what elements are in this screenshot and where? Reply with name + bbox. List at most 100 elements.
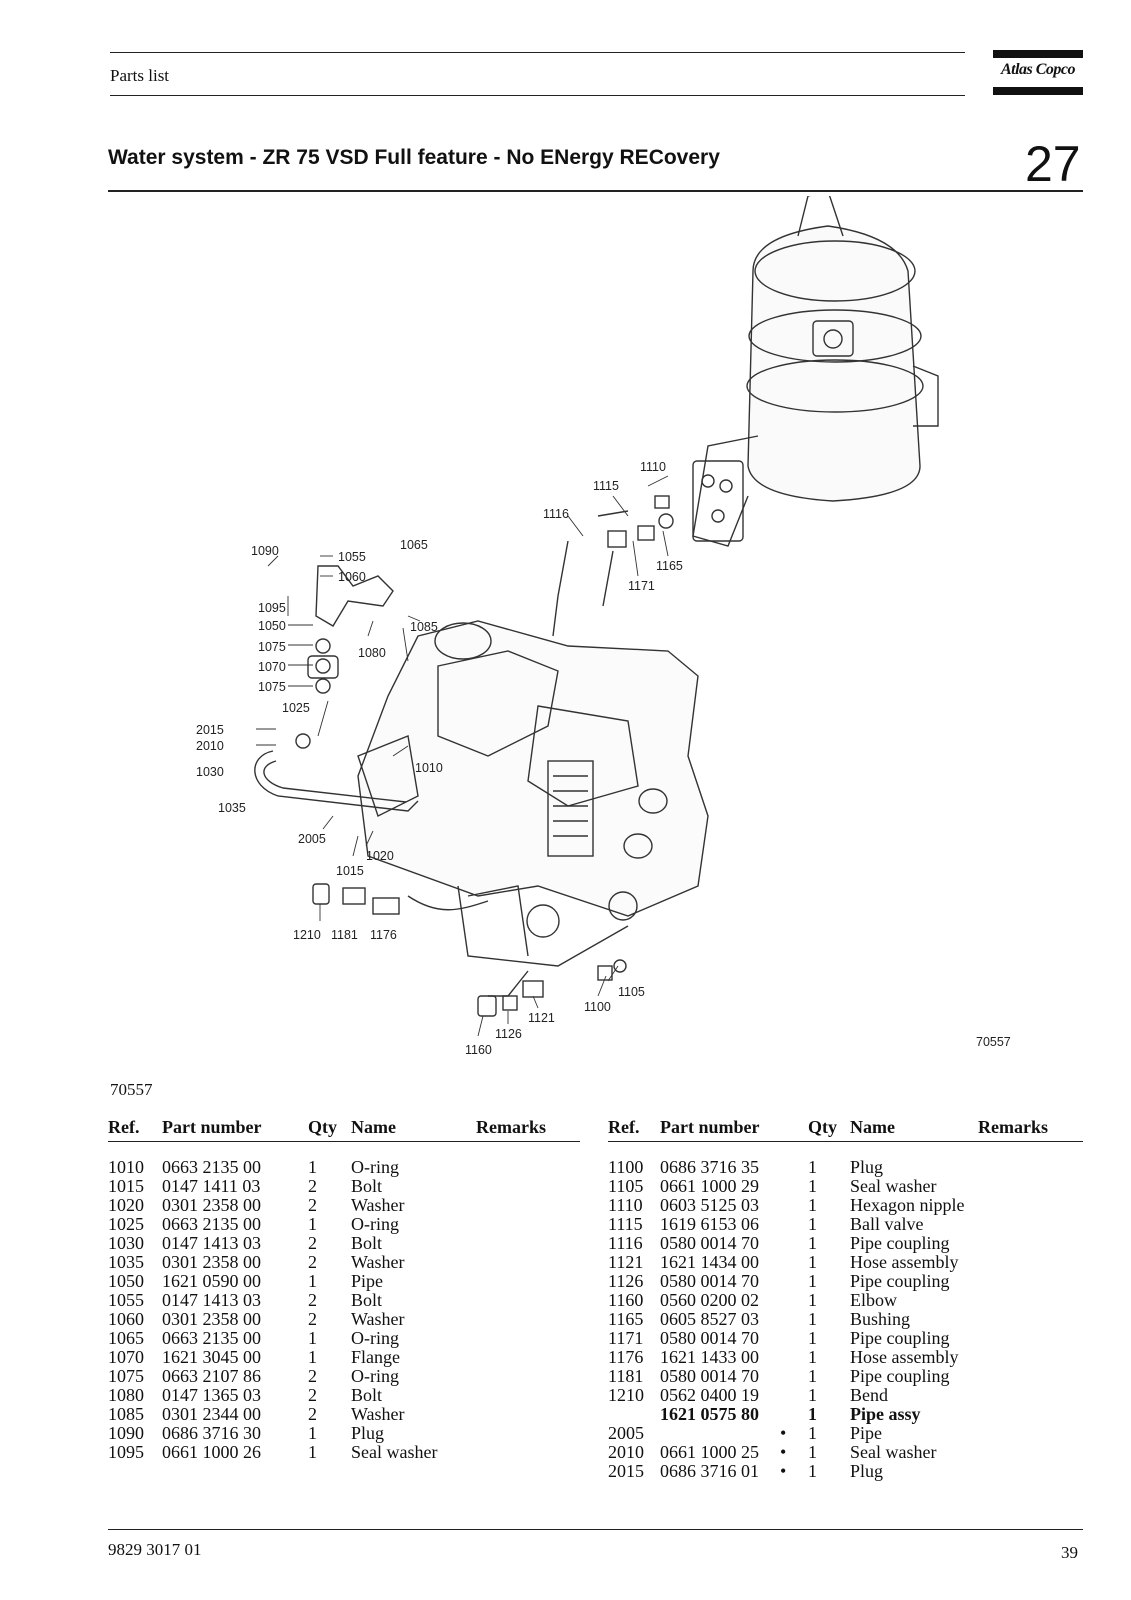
cell-qty: 1 [808, 1385, 817, 1405]
cell-part-number: 0605 8527 03 [660, 1309, 759, 1329]
footer-rule [108, 1529, 1083, 1530]
page-title: Water system - ZR 75 VSD Full feature - … [108, 146, 720, 169]
cell-name: Hexagon nipple [850, 1195, 965, 1215]
cell-name: Bolt [351, 1385, 383, 1405]
cell-name: Seal washer [850, 1176, 937, 1196]
cell-name: Seal washer [850, 1442, 937, 1462]
logo-text: Atlas Copco [1000, 61, 1076, 78]
cell-qty: 1 [808, 1290, 817, 1310]
col-part-number: Part number [660, 1117, 760, 1137]
cell-qty: 1 [808, 1214, 817, 1234]
cell-ref: 1035 [108, 1252, 144, 1272]
cell-ref: 1116 [608, 1233, 643, 1253]
cell-name: Hose assembly [850, 1347, 959, 1367]
cell-name: O-ring [351, 1157, 399, 1177]
table-header: Ref. Part number Qty Name Remarks [108, 1117, 580, 1142]
cell-qty: 2 [308, 1252, 317, 1272]
cell-mark: • [780, 1442, 787, 1462]
cell-part-number: 0603 5125 03 [660, 1195, 759, 1215]
cell-name: Seal washer [351, 1442, 438, 1462]
cell-name: Pipe coupling [850, 1328, 950, 1348]
callout: 1126 [495, 1027, 522, 1041]
cell-name: Plug [850, 1157, 884, 1177]
col-ref: Ref. [108, 1117, 140, 1137]
cell-name: Washer [351, 1195, 405, 1215]
compressor-block [357, 620, 709, 967]
callout: 1110 [640, 460, 666, 474]
cell-name: Hose assembly [850, 1252, 959, 1272]
cell-qty: 1 [808, 1442, 817, 1462]
cell-qty: 1 [808, 1195, 817, 1215]
cell-name: Pipe assy [850, 1404, 921, 1424]
callout: 1020 [366, 849, 394, 863]
cell-name: Bushing [850, 1309, 911, 1329]
callout: 1176 [370, 928, 397, 942]
callout: 1070 [258, 660, 286, 674]
cell-qty: 1 [808, 1461, 817, 1481]
callout: 1181 [331, 928, 358, 942]
cell-ref: 1165 [608, 1309, 644, 1329]
cell-part-number: 0562 0400 19 [660, 1385, 759, 1405]
cell-part-number: 0580 0014 70 [660, 1271, 759, 1291]
cell-name: Ball valve [850, 1214, 924, 1234]
cell-name: O-ring [351, 1366, 399, 1386]
cell-ref: 1065 [108, 1328, 144, 1348]
cell-qty: 1 [808, 1404, 817, 1424]
callout: 1025 [282, 701, 310, 715]
cell-ref: 1020 [108, 1195, 144, 1215]
callout: 1015 [336, 864, 364, 878]
cell-part-number: 0663 2107 86 [162, 1366, 261, 1386]
cell-qty: 1 [808, 1252, 817, 1272]
callout: 1116 [543, 507, 569, 521]
cell-name: Plug [351, 1423, 385, 1443]
cell-ref: 2010 [608, 1442, 644, 1462]
cell-qty: 1 [308, 1423, 317, 1443]
cell-part-number: 0661 1000 29 [660, 1176, 759, 1196]
callout: 2010 [196, 739, 224, 753]
cell-ref: 1010 [108, 1157, 144, 1177]
exploded-view-drawing: 1110 1115 1116 1165 1171 1090 1055 1065 … [196, 196, 1011, 1057]
cell-name: Pipe [850, 1423, 883, 1443]
callouts: 1110 1115 1116 1165 1171 1090 1055 1065 … [196, 460, 1011, 1057]
cell-name: Plug [850, 1461, 884, 1481]
cell-part-number: 0686 3716 01 [660, 1461, 759, 1481]
cell-ref: 1121 [608, 1252, 644, 1272]
cell-name: Pipe coupling [850, 1271, 950, 1291]
cell-qty: 1 [808, 1157, 817, 1177]
callout: 1115 [593, 479, 619, 493]
cell-name: Bend [850, 1385, 888, 1405]
callout: 1075 [258, 640, 286, 654]
cell-qty: 1 [308, 1328, 317, 1348]
cell-part-number: 0147 1365 03 [162, 1385, 261, 1405]
cell-name: Pipe [351, 1271, 384, 1291]
cell-part-number: 0147 1413 03 [162, 1233, 261, 1253]
cell-part-number: 0663 2135 00 [162, 1328, 261, 1348]
parts-table-left: Ref. Part number Qty Name Remarks 1010 06… [108, 1117, 580, 1462]
cell-name: O-ring [351, 1328, 399, 1348]
figure-id: 70557 [110, 1080, 153, 1099]
callout: 1160 [465, 1043, 492, 1057]
cell-ref: 2005 [608, 1423, 644, 1443]
cell-part-number: 0301 2358 00 [162, 1309, 261, 1329]
callout: 1050 [258, 619, 286, 633]
cell-ref: 1181 [608, 1366, 644, 1386]
cell-ref: 1025 [108, 1214, 144, 1234]
cell-part-number: 0301 2344 00 [162, 1404, 261, 1424]
cell-ref: 1030 [108, 1233, 144, 1253]
cell-qty: 1 [308, 1157, 317, 1177]
table-row: 1065 0663 2135 00 1 O-ring [108, 1329, 580, 1348]
cell-mark: • [780, 1423, 787, 1443]
cell-ref: 1060 [108, 1309, 144, 1329]
small-parts [295, 495, 674, 1017]
